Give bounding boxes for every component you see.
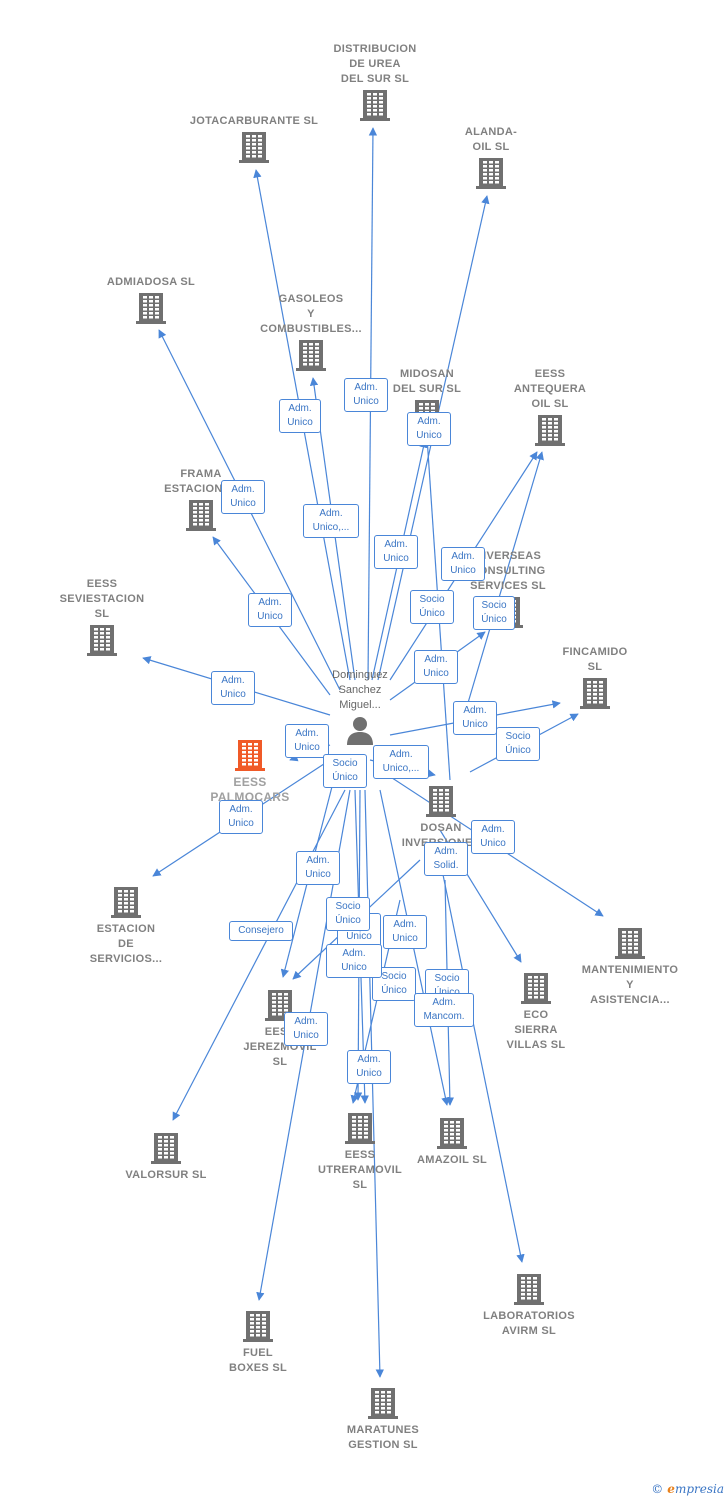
relation-label[interactable]: Adm. Unico,... [373, 745, 429, 779]
building-icon [243, 1311, 273, 1342]
company-node-admiadosa[interactable]: ADMIADOSA SL [86, 275, 216, 324]
company-node-frama[interactable]: FRAMA ESTACIONES [136, 467, 266, 531]
company-name: FINCAMIDO SL [562, 646, 628, 673]
building-icon [136, 293, 166, 324]
brand-name: mpresia [674, 1482, 724, 1496]
building-icon [235, 740, 265, 771]
relation-label[interactable]: Socio Único [496, 727, 540, 761]
brand-initial: e [667, 1482, 675, 1496]
relation-label[interactable]: Adm. Unico [279, 399, 321, 433]
person-name: Dominguez Sanchez Miguel... [332, 669, 388, 711]
company-name: AMAZOIL SL [416, 1154, 487, 1166]
company-name: FRAMA ESTACIONES [164, 468, 238, 495]
company-node-eco[interactable]: ECO SIERRA VILLAS SL [471, 972, 601, 1053]
relation-label[interactable]: Adm. Unico [344, 378, 388, 412]
relation-label[interactable]: Adm. Unico [407, 412, 451, 446]
building-icon [521, 973, 551, 1004]
relation-label[interactable]: Adm. Unico [248, 593, 292, 627]
building-icon [239, 132, 269, 163]
relation-label[interactable]: Adm. Unico [296, 851, 340, 885]
person-node[interactable]: Dominguez Sanchez Miguel... [295, 668, 425, 745]
company-name: ALANDA- OIL SL [464, 126, 518, 153]
company-node-mantenimiento[interactable]: MANTENIMIENTO Y ASISTENCIA... [565, 927, 695, 1008]
copyright-icon: © [651, 1482, 664, 1496]
relation-label[interactable]: Adm. Unico [441, 547, 485, 581]
building-icon [151, 1133, 181, 1164]
company-node-gasoleos[interactable]: GASOLEOS Y COMBUSTIBLES... [246, 292, 376, 371]
company-node-jotacarburante[interactable]: JOTACARBURANTE SL [189, 114, 319, 163]
company-node-estacion[interactable]: ESTACION DE SERVICIOS... [61, 886, 191, 967]
building-icon [476, 158, 506, 189]
company-name: ADMIADOSA SL [106, 276, 196, 288]
relation-edge [459, 451, 544, 731]
relation-label[interactable]: Adm. Unico [326, 944, 382, 978]
relation-label[interactable]: Adm. Unico [471, 820, 515, 854]
relation-label[interactable]: Adm. Unico [285, 724, 329, 758]
relation-edge [439, 859, 525, 1263]
company-name: FUEL BOXES SL [228, 1347, 288, 1374]
company-node-seviestacion[interactable]: EESS SEVIESTACION SL [37, 577, 167, 656]
building-icon [437, 1118, 467, 1149]
company-name: MANTENIMIENTO Y ASISTENCIA... [581, 964, 679, 1006]
company-name: LABORATORIOS AVIRM SL [483, 1310, 575, 1337]
building-icon [360, 90, 390, 121]
company-node-laboratorios[interactable]: LABORATORIOS AVIRM SL [464, 1273, 594, 1339]
building-icon [514, 1274, 544, 1305]
company-name: EESS SEVIESTACION SL [59, 578, 145, 620]
company-name: EESS UTRERAMOVIL SL [318, 1149, 402, 1191]
company-node-distribucion[interactable]: DISTRIBUCION DE UREA DEL SUR SL [310, 42, 440, 121]
company-node-maratunes[interactable]: MARATUNES GESTION SL [318, 1387, 448, 1453]
relation-label[interactable]: Adm. Unico [453, 701, 497, 735]
company-node-amazoil[interactable]: AMAZOIL SL [387, 1117, 517, 1168]
relation-label[interactable]: Adm. Unico [284, 1012, 328, 1046]
relation-label[interactable]: Socio Único [323, 754, 367, 788]
company-name: INVERSEAS CONSULTING SERVICES SL [470, 550, 546, 592]
building-icon [615, 928, 645, 959]
company-node-alanda[interactable]: ALANDA- OIL SL [426, 125, 556, 189]
company-name: ESTACION DE SERVICIOS... [89, 923, 163, 965]
relation-edge [172, 789, 346, 1121]
relation-label[interactable]: Adm. Unico [211, 671, 255, 705]
relation-label[interactable]: Adm. Solid. [424, 842, 468, 876]
building-icon [111, 887, 141, 918]
company-name: JOTACARBURANTE SL [189, 115, 319, 127]
relation-label[interactable]: Adm. Unico [347, 1050, 391, 1084]
relation-label[interactable]: Adm. Unico [221, 480, 265, 514]
relation-label[interactable]: Adm. Unico,... [303, 504, 359, 538]
relation-label[interactable]: Adm. Unico [374, 535, 418, 569]
company-node-fincamido[interactable]: FINCAMIDO SL [530, 645, 660, 709]
company-node-fuel[interactable]: FUEL BOXES SL [193, 1310, 323, 1376]
relation-label[interactable]: Adm. Mancom. [414, 993, 474, 1027]
company-name: EESS ANTEQUERA OIL SL [513, 368, 587, 410]
empresia-credit[interactable]: ©empresia [651, 1482, 724, 1496]
person-icon [347, 717, 373, 745]
company-name: MIDOSAN DEL SUR SL [392, 368, 462, 395]
building-icon [296, 340, 326, 371]
relation-label[interactable]: Consejero [229, 921, 293, 941]
building-icon [87, 625, 117, 656]
relation-label[interactable]: Socio Único [473, 596, 515, 630]
relation-label[interactable]: Adm. Unico [414, 650, 458, 684]
building-icon [580, 678, 610, 709]
building-icon [186, 500, 216, 531]
company-node-utreramovil[interactable]: EESS UTRERAMOVIL SL [295, 1112, 425, 1193]
relation-label[interactable]: Socio Único [326, 897, 370, 931]
relation-label[interactable]: Adm. Unico [383, 915, 427, 949]
company-name: ECO SIERRA VILLAS SL [506, 1009, 566, 1051]
company-name: DISTRIBUCION DE UREA DEL SUR SL [333, 43, 417, 85]
relation-label[interactable]: Socio Único [410, 590, 454, 624]
building-icon [426, 786, 456, 817]
company-node-valorsur[interactable]: VALORSUR SL [101, 1132, 231, 1183]
company-name: VALORSUR SL [125, 1169, 207, 1181]
relation-label[interactable]: Adm. Unico [219, 800, 263, 834]
company-name: GASOLEOS Y COMBUSTIBLES... [260, 293, 362, 335]
building-icon [535, 415, 565, 446]
company-name: MARATUNES GESTION SL [346, 1424, 420, 1451]
building-icon [368, 1388, 398, 1419]
company-node-antequera[interactable]: EESS ANTEQUERA OIL SL [485, 367, 615, 446]
building-icon [345, 1113, 375, 1144]
